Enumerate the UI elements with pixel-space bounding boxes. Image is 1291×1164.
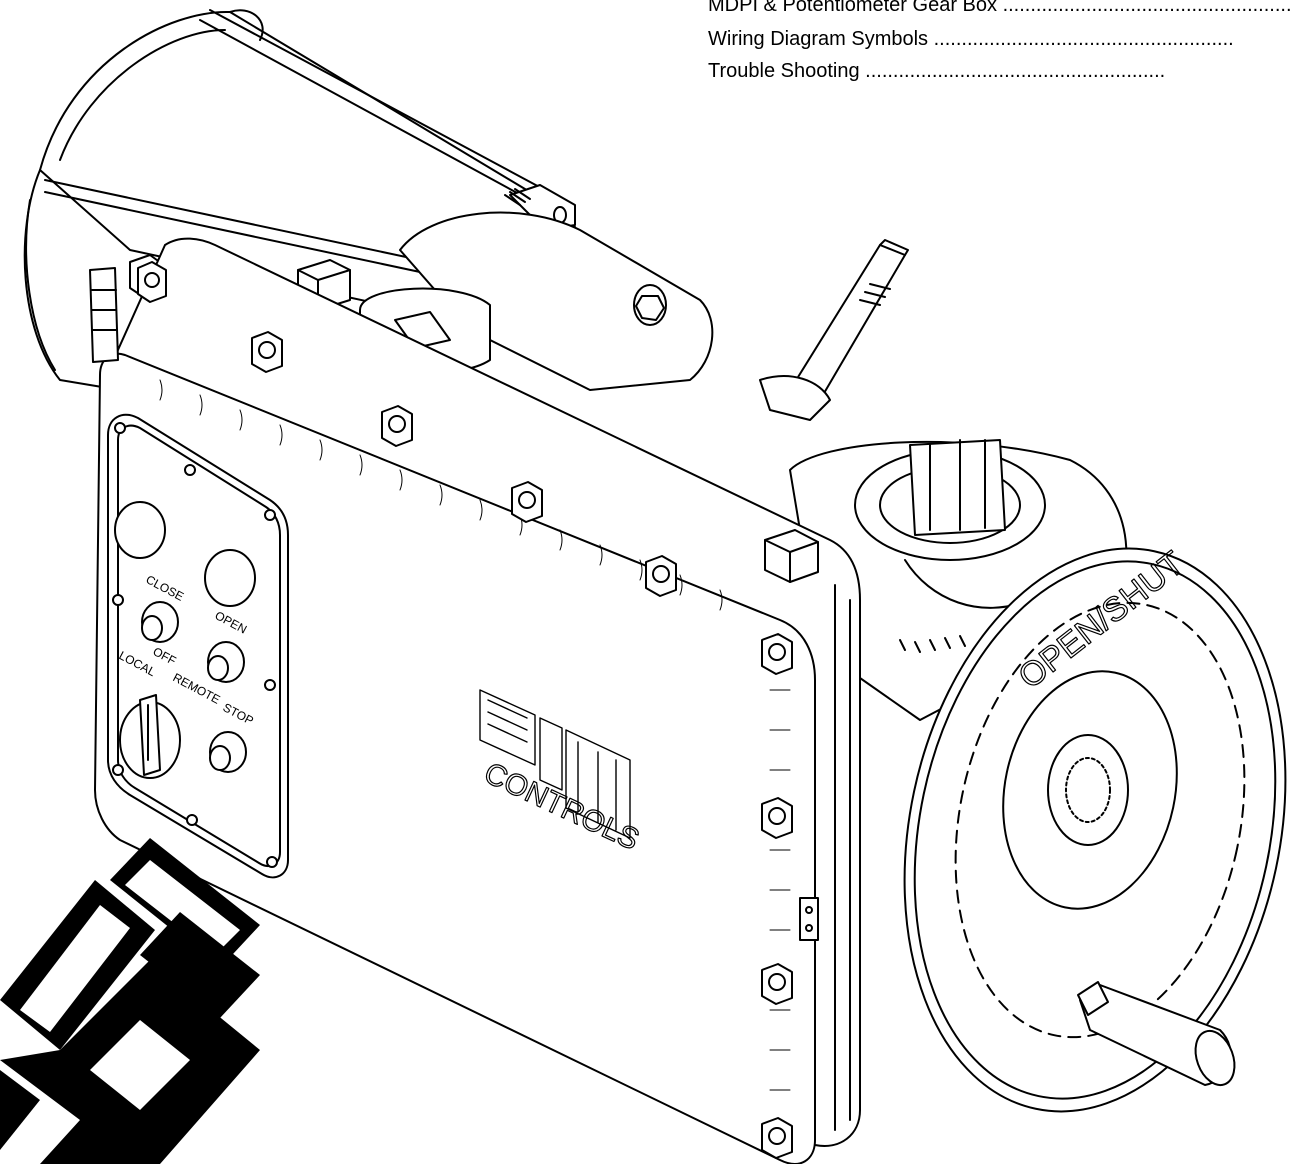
toc-entry-leader: ........................................…	[997, 0, 1291, 16]
close-pushbutton	[141, 601, 179, 643]
cover-bolts	[137, 261, 819, 1159]
close-pilot-light	[114, 501, 166, 559]
toc-entry-title: Wiring Diagram Symbols	[708, 28, 929, 50]
bolt	[761, 963, 793, 1005]
bolt	[381, 405, 413, 447]
hex-plug	[764, 529, 819, 583]
bolt	[761, 633, 793, 675]
bolt	[761, 1117, 793, 1159]
eim-corner-logo	[0, 838, 260, 1164]
bolt	[511, 481, 543, 523]
bolt	[137, 261, 167, 303]
toc-entry: Wiring Diagram Symbols .................…	[708, 28, 1291, 50]
handwheel: OPEN/SHUT	[903, 544, 1287, 1113]
toc-entry: Trouble Shooting .......................…	[708, 60, 1291, 82]
bolt	[761, 797, 793, 839]
local-remote-selector	[119, 694, 181, 779]
stop-pushbutton	[209, 731, 247, 773]
toc-entry-title: MDPI & Potentiometer Gear Box	[708, 0, 998, 16]
open-pushbutton	[207, 641, 245, 683]
toc-entry-leader: ........................................…	[928, 28, 1234, 50]
indicator-lever	[759, 239, 909, 421]
toc-entry: MDPI & Potentiometer Gear Box ..........…	[708, 0, 1291, 16]
toc-entry-leader: ........................................…	[859, 60, 1166, 82]
bolt	[251, 331, 283, 373]
control-plate: CLOSE OPEN OFF LOCAL REMOTE STOP	[107, 413, 289, 879]
toc-entry-title: Trouble Shooting	[708, 60, 860, 82]
bolt	[645, 555, 677, 597]
open-pilot-light	[204, 549, 256, 607]
